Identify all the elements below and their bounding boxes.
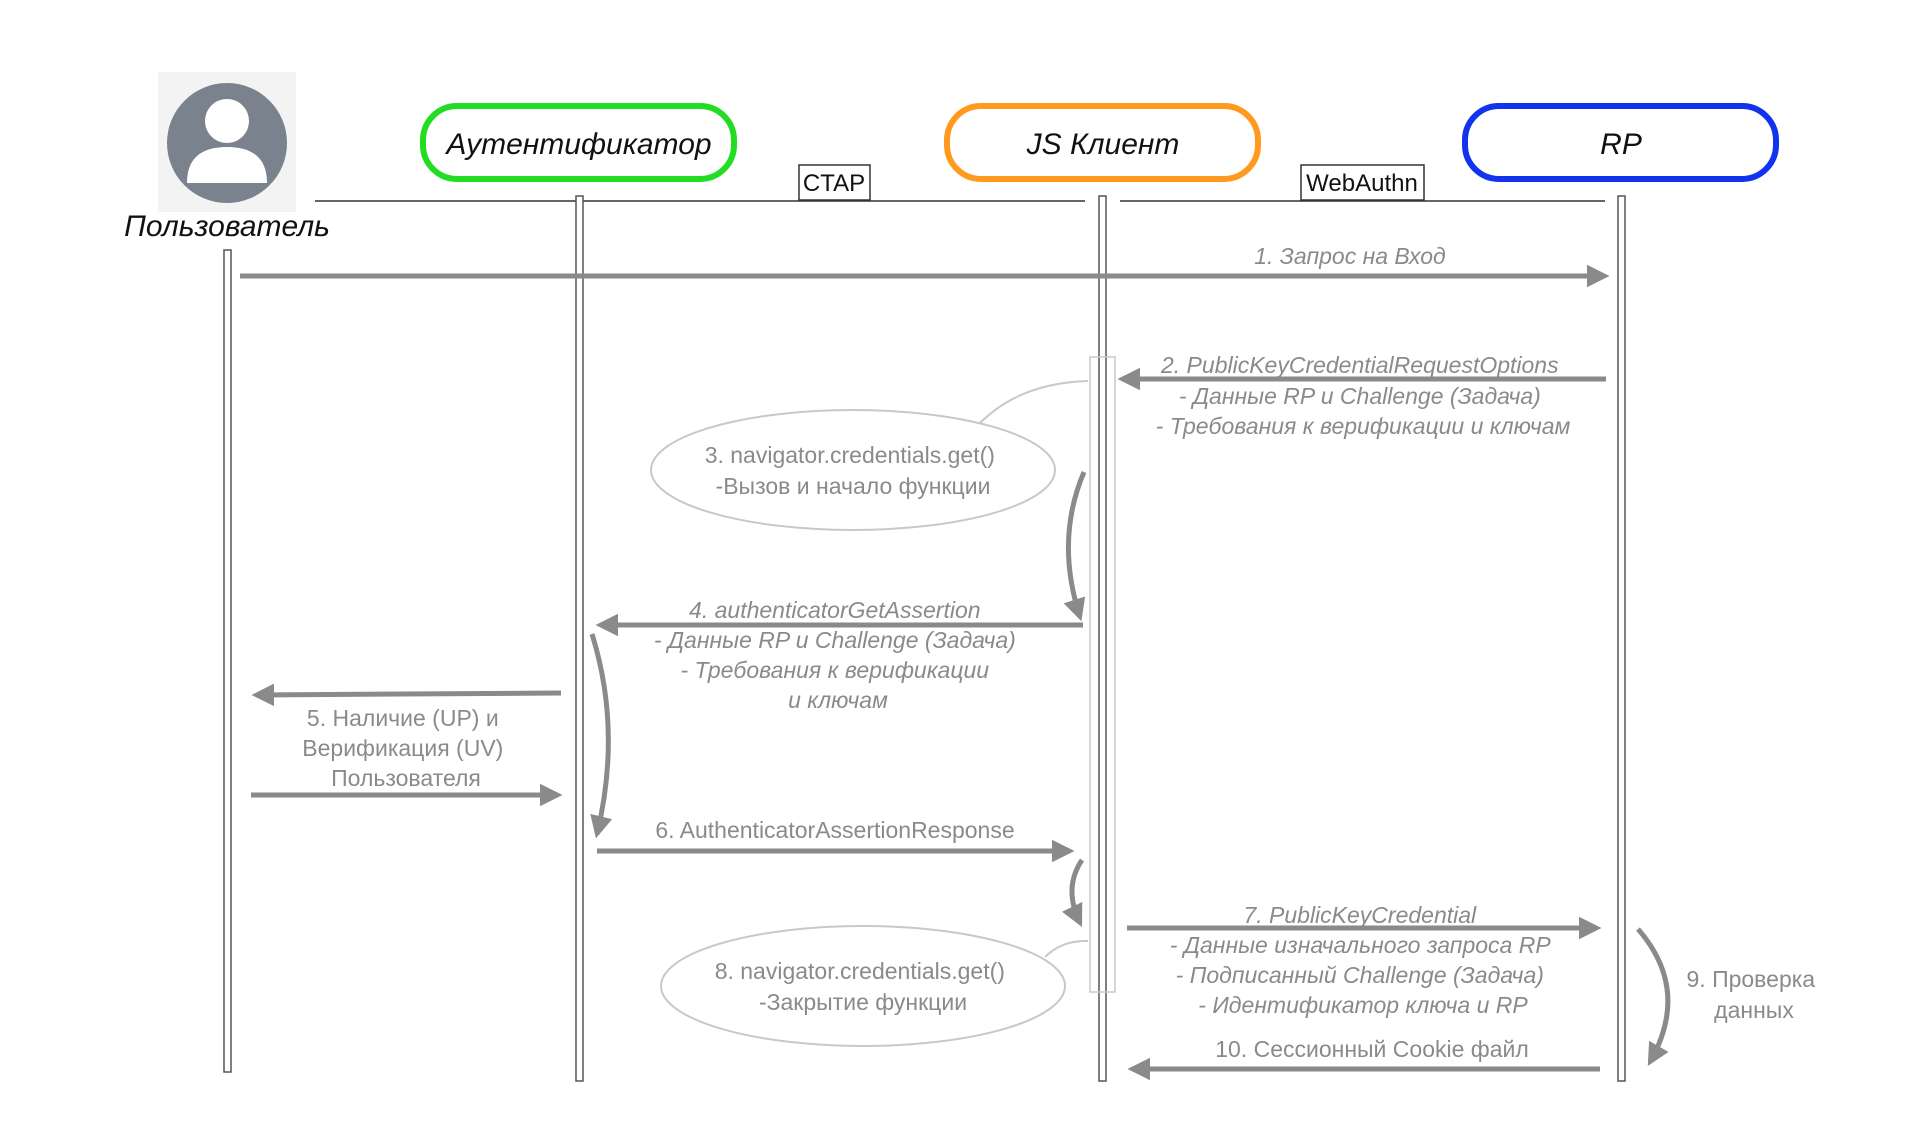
step-7-label: 7. PublicKeyCredential - Данные изначаль… xyxy=(1170,902,1556,1018)
step-6: 6. AuthenticatorAssertionResponse xyxy=(597,817,1075,863)
step-3-connector xyxy=(979,380,1089,424)
user-icon xyxy=(167,83,287,203)
step-3-ellipse xyxy=(650,409,1056,531)
step-8-label: 8. navigator.credentials.get() -Закрытие… xyxy=(715,958,1012,1015)
step-5-arrow-to-user xyxy=(251,683,562,707)
step-9-line-2: данных xyxy=(1714,997,1794,1023)
step-7: 7. PublicKeyCredential - Данные изначаль… xyxy=(1127,902,1602,1018)
webauthn-label-group: WebAuthn xyxy=(1300,164,1425,201)
step-5-line-1: 5. Наличие (UP) и xyxy=(307,705,499,731)
step-2: 2. PublicKeyCredentialRequestOptions - Д… xyxy=(1117,352,1606,439)
webauthn-box xyxy=(1300,164,1425,201)
ctap-label-group: CTAP xyxy=(798,164,871,201)
step-8-ellipse xyxy=(660,925,1066,1047)
step-3-line-1: 3. navigator.credentials.get() xyxy=(705,442,995,468)
participant-rp: RP xyxy=(1462,103,1779,182)
step-2-line-1: 2. PublicKeyCredentialRequestOptions xyxy=(1160,352,1559,378)
step-5-label: 5. Наличие (UP) и Верификация (UV) Польз… xyxy=(302,705,509,791)
step-9-label: 9. Проверка данных xyxy=(1687,966,1822,1023)
participant-authenticator: Аутентификатор xyxy=(420,103,737,182)
step-9: 9. Проверка данных xyxy=(1636,927,1822,1066)
step-4-line-1: 4. authenticatorGetAssertion xyxy=(689,597,981,623)
client-box xyxy=(944,103,1261,182)
authenticator-label: Аутентификатор xyxy=(444,128,711,161)
user-icon-head xyxy=(205,99,249,143)
ctap-box xyxy=(798,164,871,201)
step-10: 10. Сессионный Cookie файл xyxy=(1127,1036,1600,1081)
client-lifeline xyxy=(1098,195,1107,1082)
step-4: 4. authenticatorGetAssertion - Данные RP… xyxy=(595,597,1083,713)
step-5: 5. Наличие (UP) и Верификация (UV) Польз… xyxy=(251,683,563,807)
step-5-line-3: Пользователя xyxy=(331,765,481,791)
step-1-label: 1. Запрос на Вход xyxy=(1254,243,1446,269)
client-activation-bar xyxy=(1089,356,1116,993)
step-4-curved-arrow xyxy=(589,633,613,839)
authenticator-lifeline xyxy=(575,195,584,1082)
step-8-line-1: 8. navigator.credentials.get() xyxy=(715,958,1005,984)
authenticator-box xyxy=(420,103,737,182)
step-7-line-2: - Данные изначального запроса RP xyxy=(1170,932,1552,958)
step-8-note: 8. navigator.credentials.get() -Закрытие… xyxy=(660,925,1089,1047)
user-label: Пользователь xyxy=(124,210,330,243)
client-label: JS Клиент xyxy=(1026,128,1180,161)
step-3-line-2: -Вызов и начало функции xyxy=(716,473,991,499)
step-2-line-3: - Требования к верификации и ключам xyxy=(1156,413,1571,439)
step-9-curved-arrow xyxy=(1636,927,1671,1066)
ctap-label: CTAP xyxy=(803,170,865,197)
step-7-line-1: 7. PublicKeyCredential xyxy=(1243,902,1477,928)
step-10-label: 10. Сессионный Cookie файл xyxy=(1215,1036,1529,1062)
rp-box xyxy=(1462,103,1779,182)
user-actor: Пользователь xyxy=(124,72,330,243)
rp-label: RP xyxy=(1600,128,1642,161)
step-4-line-3: - Требования к верификации xyxy=(681,657,990,683)
step-2-label: 2. PublicKeyCredentialRequestOptions - Д… xyxy=(1156,352,1571,439)
step-3-label: 3. navigator.credentials.get() -Вызов и … xyxy=(705,442,1002,499)
user-lifeline xyxy=(223,249,232,1073)
step-2-line-2: - Данные RP и Challenge (Задача) xyxy=(1179,383,1541,409)
step-7-line-4: - Идентификатор ключа и RP xyxy=(1198,992,1528,1018)
step-7-line-3: - Подписанный Challenge (Задача) xyxy=(1176,962,1544,988)
step-5-line-2: Верификация (UV) xyxy=(302,735,503,761)
step-4-line-2: - Данные RP и Challenge (Задача) xyxy=(654,627,1016,653)
step-3-note: 3. navigator.credentials.get() -Вызов и … xyxy=(650,380,1089,531)
step-6-label: 6. AuthenticatorAssertionResponse xyxy=(655,817,1014,843)
step-9-line-1: 9. Проверка xyxy=(1687,966,1816,992)
step-3-curved-arrow xyxy=(1063,471,1087,622)
step-4-line-4: и ключам xyxy=(788,687,888,713)
rp-lifeline xyxy=(1617,195,1626,1082)
participant-client: JS Клиент xyxy=(944,103,1261,182)
step-6-curved-arrow xyxy=(1062,858,1085,928)
step-8-connector xyxy=(1044,939,1089,958)
webauthn-label: WebAuthn xyxy=(1306,170,1418,197)
user-icon-body xyxy=(187,147,267,183)
step-8-line-2: -Закрытие функции xyxy=(759,989,967,1015)
step-4-label: 4. authenticatorGetAssertion - Данные RP… xyxy=(654,597,1022,713)
step-1: 1. Запрос на Вход xyxy=(240,243,1610,288)
